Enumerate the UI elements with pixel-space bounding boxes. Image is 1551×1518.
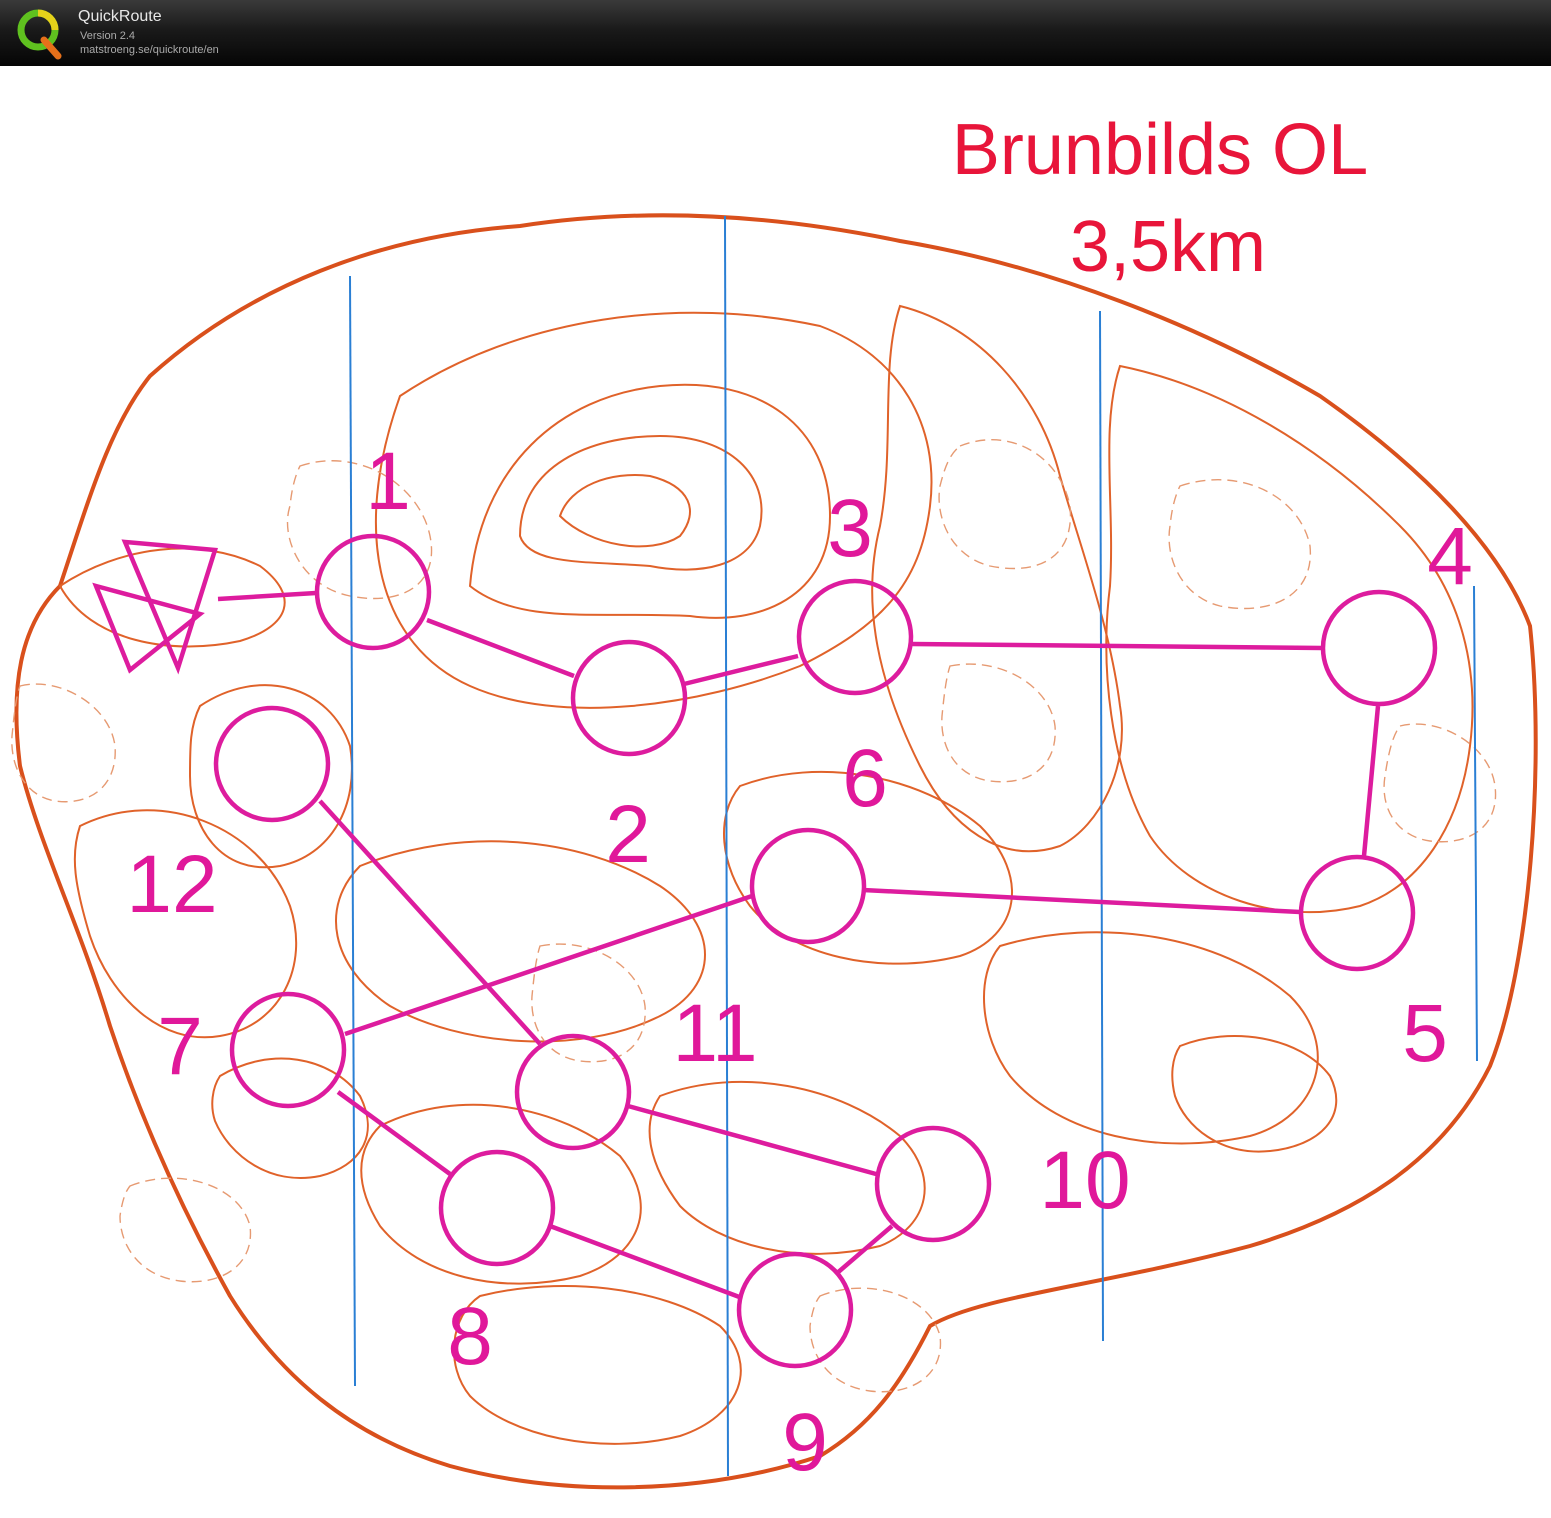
control-circle-8[interactable]	[438, 1149, 556, 1267]
control-circle-10[interactable]	[874, 1125, 992, 1243]
course-leg	[344, 893, 753, 1037]
control-number: 10	[1039, 1135, 1130, 1226]
control-numbers: 1 2 3 4 5 6 7 8 9 10 11 12	[126, 436, 1472, 1488]
map-title: Brunbilds OL	[952, 110, 1368, 190]
course-leg	[834, 1224, 894, 1276]
control-circle-1[interactable]	[314, 533, 432, 651]
course-leg	[862, 887, 1301, 915]
control-number: 6	[842, 733, 888, 824]
course-legs	[217, 590, 1381, 1301]
start-triangle-icon[interactable]	[92, 539, 218, 675]
control-number: 12	[126, 839, 217, 930]
north-line	[1099, 310, 1104, 1342]
control-number: 8	[447, 1291, 493, 1382]
app-version: Version 2.4	[80, 30, 136, 42]
control-circle-12[interactable]	[213, 705, 331, 823]
quickroute-logo-icon	[17, 9, 62, 60]
terrain-contours	[11, 213, 1538, 1490]
control-circle-4[interactable]	[1320, 589, 1438, 707]
control-circle-5[interactable]	[1298, 854, 1416, 972]
control-circle-3[interactable]	[796, 578, 914, 696]
course-leg	[217, 590, 317, 602]
map-course-length: 3,5km	[1070, 207, 1266, 287]
control-number: 1	[365, 436, 411, 527]
course-leg	[318, 799, 542, 1046]
control-circle-6[interactable]	[749, 827, 867, 945]
course-leg	[627, 1103, 877, 1177]
course-leg	[911, 641, 1323, 651]
map-paper	[0, 66, 1551, 1518]
map-view[interactable]: Brunbilds OL 3,5km	[0, 66, 1551, 1518]
control-number: 9	[782, 1397, 828, 1488]
control-number: 3	[827, 483, 873, 574]
control-number: 11	[672, 988, 757, 1079]
app-header: QuickRoute Version 2.4 matstroeng.se/qui…	[0, 0, 1551, 66]
course-leg	[549, 1223, 743, 1301]
north-line	[349, 275, 356, 1387]
course-leg	[426, 617, 575, 679]
control-circles	[213, 533, 1438, 1369]
app-url: matstroeng.se/quickroute/en	[80, 44, 219, 56]
control-circle-9[interactable]	[736, 1251, 854, 1369]
orienteering-map[interactable]: Brunbilds OL 3,5km	[0, 66, 1551, 1518]
north-line	[724, 215, 729, 1477]
course-leg	[683, 653, 799, 687]
control-circle-2[interactable]	[570, 639, 688, 757]
control-circle-7[interactable]	[229, 991, 347, 1109]
control-circle-11[interactable]	[514, 1033, 632, 1151]
north-line	[1473, 585, 1478, 1062]
course-leg	[336, 1090, 452, 1176]
north-lines	[349, 215, 1478, 1477]
control-number: 2	[605, 789, 651, 880]
control-number: 7	[157, 1001, 203, 1092]
control-number: 5	[1402, 988, 1448, 1079]
course-leg	[1361, 705, 1381, 857]
app-title: QuickRoute	[78, 8, 162, 25]
control-number: 4	[1427, 511, 1473, 602]
